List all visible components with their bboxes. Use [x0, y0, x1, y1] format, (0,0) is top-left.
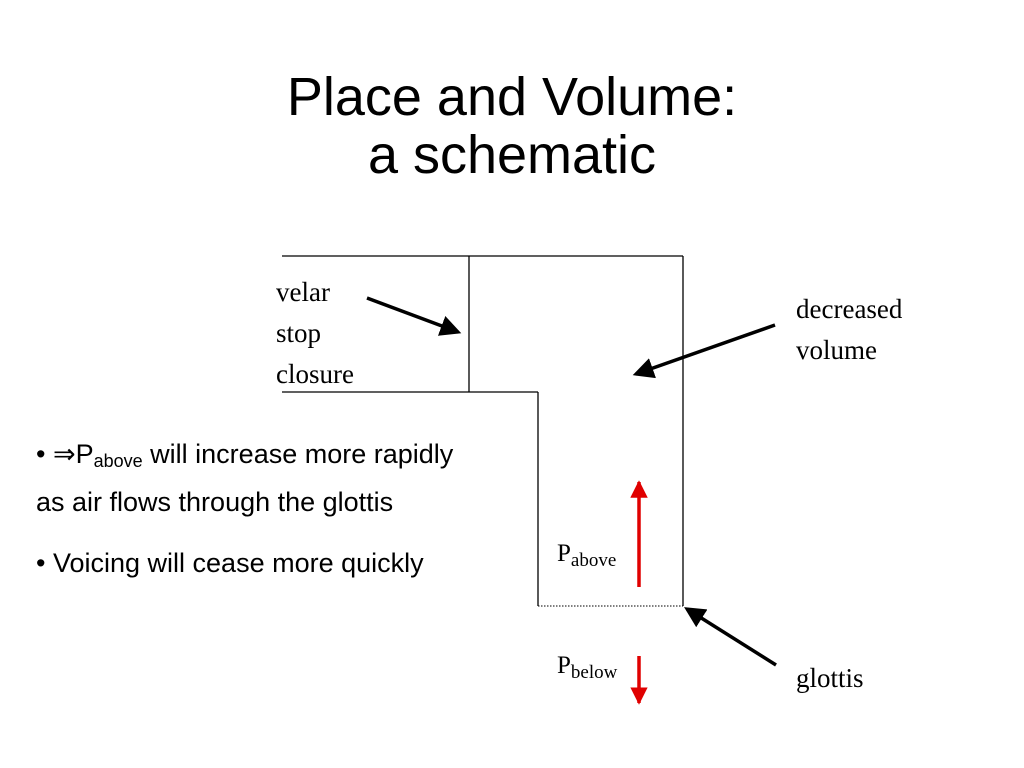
glottis-arrow	[684, 607, 777, 667]
p-below-label: Pbelow	[557, 652, 617, 684]
velar-arrow	[366, 296, 462, 336]
p-above-main: P	[557, 540, 571, 567]
velar-stop-closure-label: velar stop closure	[276, 272, 354, 395]
bullet-1-text: will increase more rapidly as air flows …	[36, 439, 454, 517]
bullet-marker: •	[36, 548, 46, 578]
bullet-list: • ⇒Pabove will increase more rapidly as …	[36, 434, 476, 604]
bullet-marker: •	[36, 439, 46, 469]
decreased-volume-arrow	[632, 323, 776, 379]
decreased-volume-label: decreased volume	[796, 289, 902, 371]
implies-symbol: ⇒	[52, 439, 76, 470]
p-below-sub: below	[570, 662, 618, 683]
p-main: P	[75, 439, 94, 469]
velar-label-line-3: closure	[276, 359, 354, 389]
p-above-sub: above	[570, 550, 617, 571]
bullet-2-text: Voicing will cease more quickly	[52, 548, 424, 578]
velar-label-line-2: stop	[276, 318, 322, 348]
glottis-label: glottis	[796, 658, 864, 699]
bullet-item-2: • Voicing will cease more quickly	[36, 543, 476, 584]
title-line-1: Place and Volume:	[286, 67, 738, 127]
p-sub: above	[93, 451, 143, 471]
decreased-label-line-1: decreased	[796, 294, 903, 324]
glottis-label-text: glottis	[796, 663, 864, 693]
title-line-2: a schematic	[367, 125, 657, 185]
velar-label-line-1: velar	[276, 277, 330, 307]
decreased-label-line-2: volume	[796, 335, 877, 365]
p-below-main: P	[557, 652, 571, 679]
p-above-label: Pabove	[557, 540, 616, 572]
bullet-item-1: • ⇒Pabove will increase more rapidly as …	[36, 434, 476, 523]
slide-title: Place and Volume: a schematic	[0, 68, 1024, 184]
